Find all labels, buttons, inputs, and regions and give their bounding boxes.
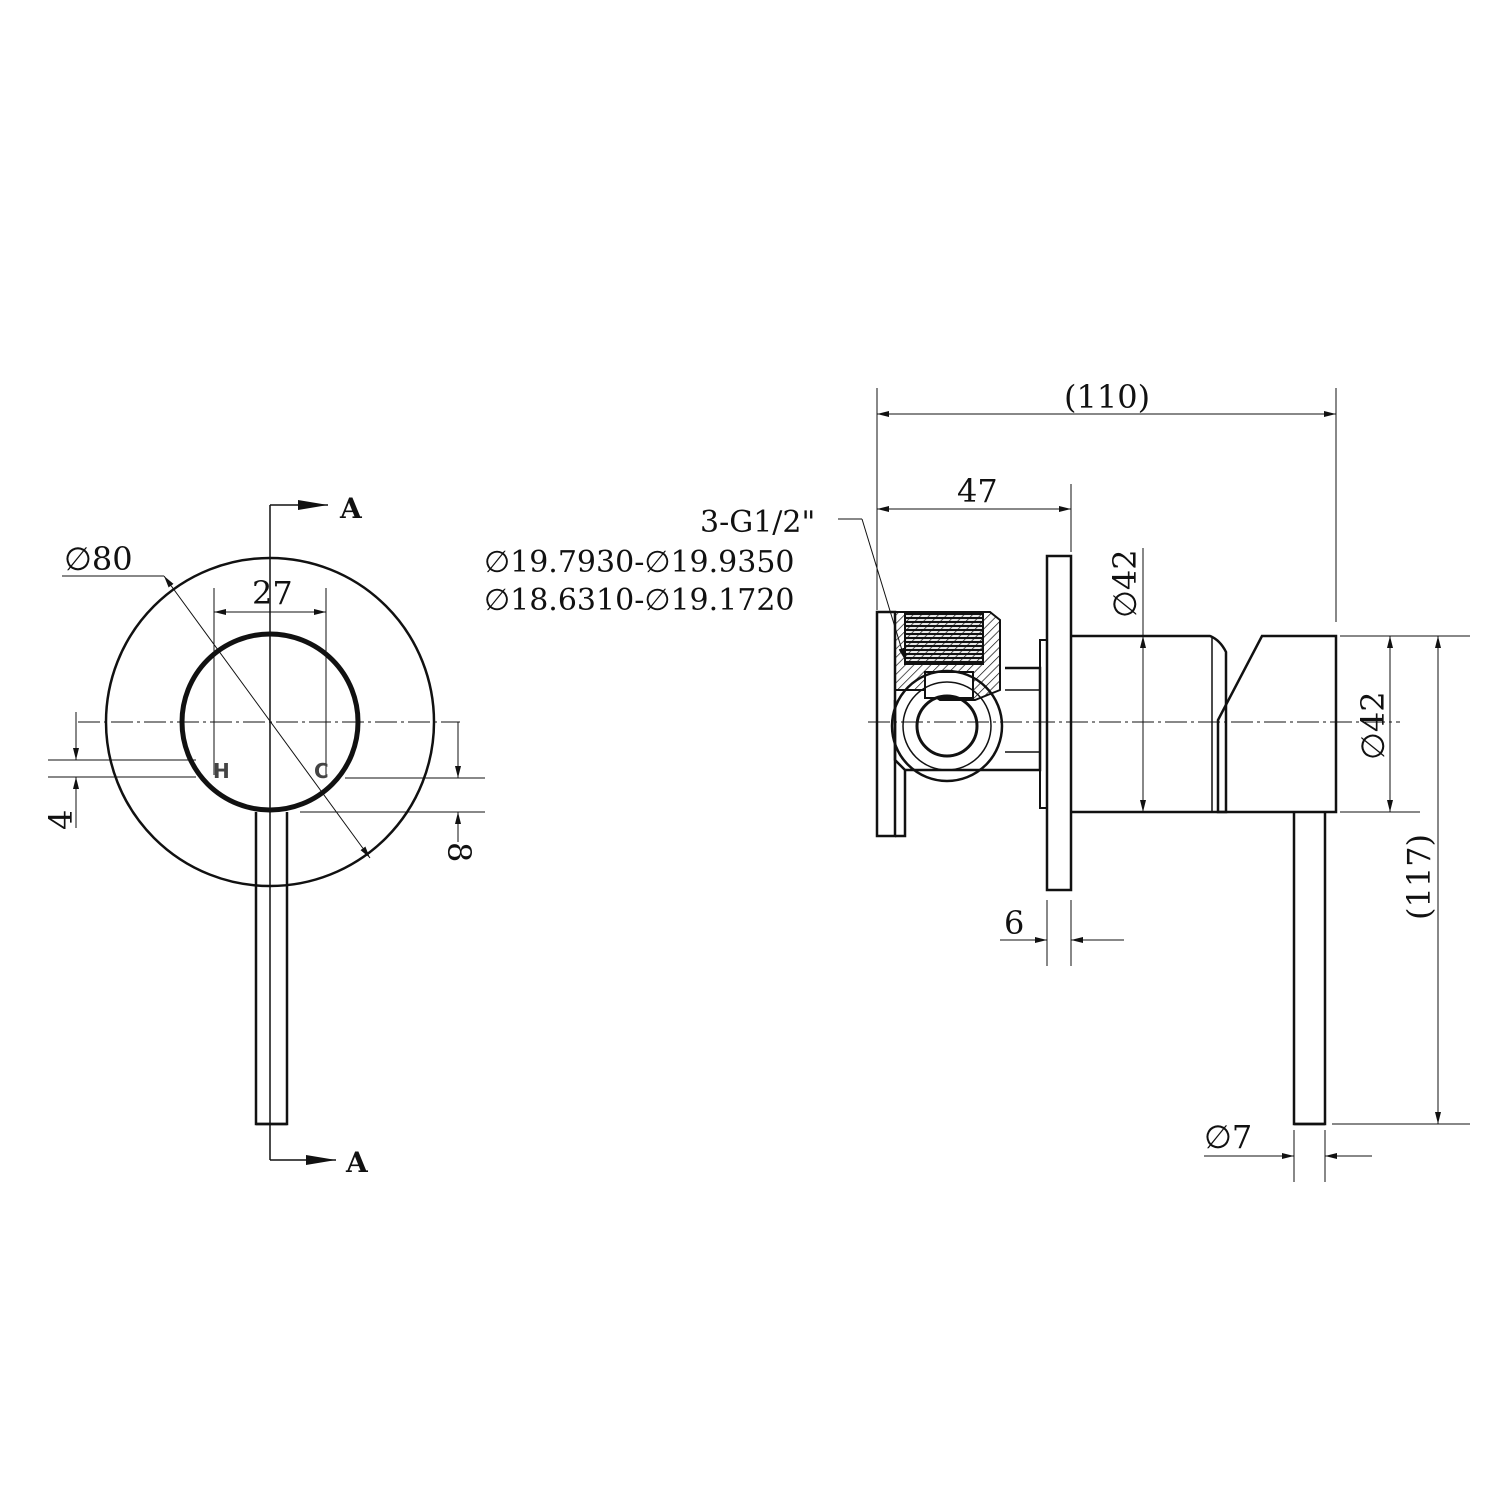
front-view: [48, 500, 485, 1165]
section-marker-top: A: [339, 492, 363, 525]
handle-dia-label: ∅42: [1354, 691, 1392, 760]
section-marker-bottom: A: [345, 1146, 369, 1179]
lever-outline: [254, 812, 289, 1126]
overall-depth-label: (110): [1064, 378, 1150, 416]
lever-dia-label: ∅7: [1204, 1118, 1252, 1156]
body-dia-label: ∅42: [1106, 549, 1144, 618]
cold-label: C: [314, 759, 329, 783]
body-depth-label: 47: [957, 472, 998, 510]
offset-c-label: 8: [440, 842, 478, 862]
side-view: [838, 388, 1470, 1182]
thread-dia-2-label: ∅18.6310-∅19.1720: [484, 583, 795, 618]
offset-h-label: 4: [42, 810, 80, 830]
side-lever-outline: [1292, 812, 1327, 1126]
threaded-port: [904, 611, 984, 665]
thread-spec-label: 3-G1/2": [700, 505, 815, 540]
valve-inner-block: [924, 671, 974, 699]
cover-plate-circle: [104, 556, 436, 888]
outlet-ring-core: [915, 694, 979, 758]
plate-thickness-label: 6: [1004, 904, 1024, 942]
wall-plate: [1045, 554, 1073, 892]
hc-spacing-label: 27: [252, 574, 293, 612]
outlet-ring-inner: [902, 681, 992, 771]
handle-head: [1216, 634, 1338, 814]
outlet-ring-outer: [890, 669, 1004, 783]
dia80-line: [163, 575, 371, 859]
thread-dia-1-label: ∅19.7930-∅19.9350: [484, 545, 795, 580]
plate-flange: [1039, 639, 1048, 809]
lever-height-label: (117): [1400, 834, 1438, 920]
dia80-label: ∅80: [64, 540, 133, 578]
hot-label: H: [213, 759, 230, 783]
body-cylinder: [1071, 634, 1228, 814]
